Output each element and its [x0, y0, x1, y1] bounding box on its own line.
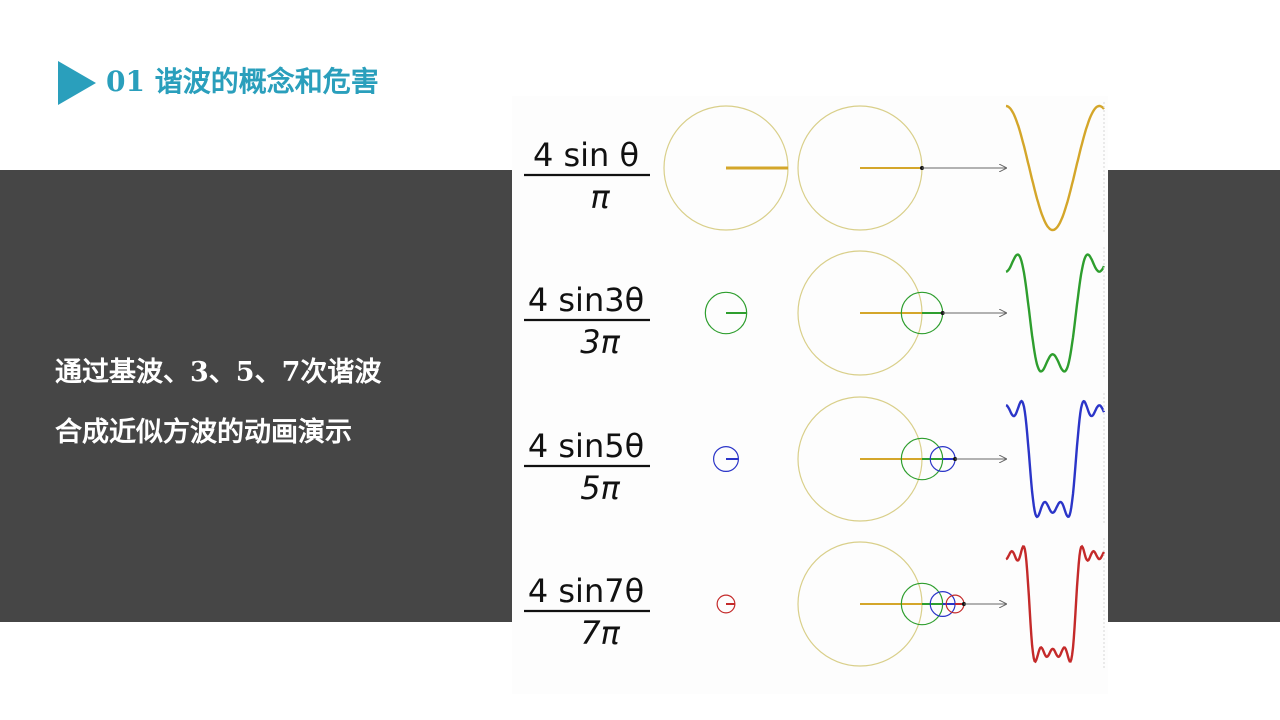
formula-numerator: 4 sin θ: [533, 136, 639, 174]
caption-line-2: 合成近似方波的动画演示: [55, 417, 352, 448]
harmonic-circle: [713, 446, 740, 473]
formula-numerator: 4 sin7θ: [528, 572, 644, 610]
fourier-series-animation-figure: 4 sin θ π 4 sin3θ 3π 4 sin5θ 5π 4 sin7θ 7π: [512, 96, 1108, 694]
formula-denominator: 5π: [580, 469, 620, 507]
row-3: 4 sin5θ 5π: [524, 393, 1106, 525]
fourier-diagram-svg: 4 sin θ π 4 sin3θ 3π 4 sin5θ 5π 4 sin7θ 7π: [524, 102, 1106, 670]
section-title: 01 谐波的概念和危害: [106, 65, 379, 98]
right-dark-band: [1108, 170, 1280, 622]
formula-denominator: π: [590, 178, 610, 216]
left-dark-band: [0, 170, 512, 622]
row-4: 4 sin7θ 7π: [524, 538, 1106, 670]
waveform-curve: [1005, 544, 1106, 664]
formula-denominator: 7π: [580, 614, 620, 652]
row-1: 4 sin θ π: [524, 102, 1105, 234]
harmonic-circle: [704, 291, 748, 335]
formula-denominator: 3π: [580, 323, 620, 361]
formula-numerator: 4 sin3θ: [528, 281, 644, 319]
row-2: 4 sin3θ 3π: [524, 247, 1106, 379]
waveform-curve: [1005, 399, 1106, 519]
tip-dot: [953, 457, 958, 461]
title-triangle-icon: [58, 61, 96, 105]
caption-line-1: 通过基波、3、5、7次谐波: [55, 357, 382, 388]
waveform-curve: [1005, 253, 1106, 373]
waveform-curve: [1005, 104, 1105, 232]
formula-numerator: 4 sin5θ: [528, 427, 644, 465]
tip-dot: [940, 311, 945, 315]
